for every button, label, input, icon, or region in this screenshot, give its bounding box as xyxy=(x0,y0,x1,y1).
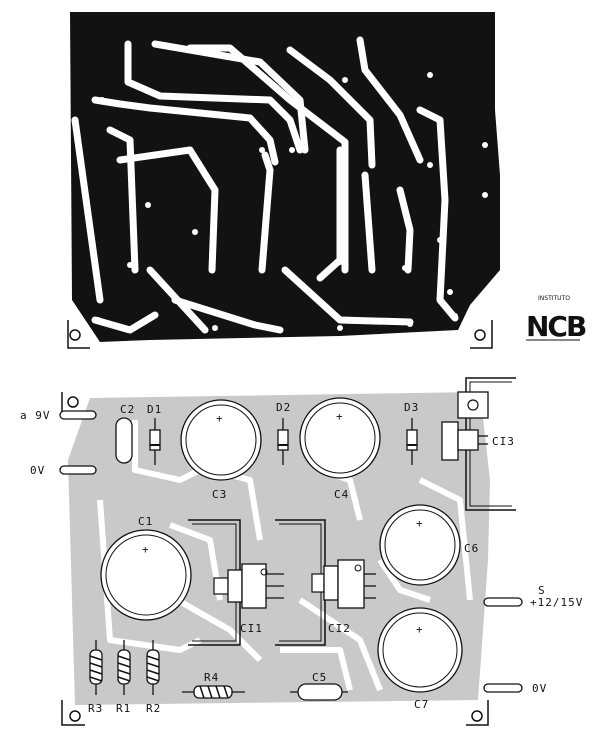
label-out-0v: 0V xyxy=(532,682,547,695)
label-c4: C4 xyxy=(334,488,349,501)
capacitor-c7: + C7 xyxy=(377,607,463,711)
capacitor-c3: + C3 xyxy=(180,399,262,501)
label-d1: D1 xyxy=(147,403,162,416)
regulator-ci3: CI3 xyxy=(441,377,516,511)
label-in-0v: 0V xyxy=(30,464,45,477)
diode-d1: D1 xyxy=(147,403,162,465)
resistor-r2: R2 xyxy=(146,640,161,715)
logo-top-text: INSTITUTO xyxy=(538,295,570,302)
institute-logo: INSTITUTO NCB xyxy=(526,295,588,343)
capacitor-c2: C2 xyxy=(115,403,135,464)
label-c3: C3 xyxy=(212,488,227,501)
component-layout: a 9V 0V S +12/15V 0V C2 D1 xyxy=(20,377,583,726)
label-d2: D2 xyxy=(276,401,291,414)
capacitor-c1: + C1 xyxy=(100,515,192,621)
svg-text:+: + xyxy=(142,543,150,556)
capacitor-c4: + C4 xyxy=(299,397,381,501)
svg-text:+: + xyxy=(416,517,424,530)
terminal-in-0v: 0V xyxy=(30,464,97,477)
label-r1: R1 xyxy=(116,702,131,715)
label-c1: C1 xyxy=(138,515,153,528)
terminal-in-9v: a 9V xyxy=(20,409,97,422)
resistor-r4: R4 xyxy=(182,671,245,699)
mounting-holes-top xyxy=(67,17,493,349)
solder-pads xyxy=(95,37,488,333)
label-r4: R4 xyxy=(204,671,219,684)
resistor-r1: R1 xyxy=(116,640,131,715)
label-ci3: CI3 xyxy=(492,435,515,448)
regulator-ci1: CI1 xyxy=(188,519,284,646)
svg-text:+: + xyxy=(216,412,224,425)
label-ci1: CI1 xyxy=(240,622,263,635)
capacitor-c5: C5 xyxy=(290,671,348,701)
resistor-r3: R3 xyxy=(88,640,103,715)
copper-layout xyxy=(67,12,500,349)
terminal-out-0v: 0V xyxy=(483,682,547,695)
label-d3: D3 xyxy=(404,401,419,414)
label-out-s: S xyxy=(538,584,546,597)
terminal-out-voltage: S +12/15V xyxy=(483,584,583,609)
logo-main-text: NCB xyxy=(526,310,586,343)
diode-d3: D3 xyxy=(404,401,419,465)
svg-text:+: + xyxy=(416,623,424,636)
label-c5: C5 xyxy=(312,671,327,684)
label-c7: C7 xyxy=(414,698,429,711)
label-r2: R2 xyxy=(146,702,161,715)
label-c2: C2 xyxy=(120,403,135,416)
label-ci2: CI2 xyxy=(328,622,351,635)
label-r3: R3 xyxy=(88,702,103,715)
svg-text:+: + xyxy=(336,410,344,423)
label-out-voltage: +12/15V xyxy=(530,596,583,609)
label-c6: C6 xyxy=(464,542,479,555)
label-in-9v: a 9V xyxy=(20,409,51,422)
regulator-ci2: CI2 xyxy=(275,519,376,646)
diode-d2: D2 xyxy=(276,401,291,465)
capacitor-c6: + C6 xyxy=(379,504,479,586)
